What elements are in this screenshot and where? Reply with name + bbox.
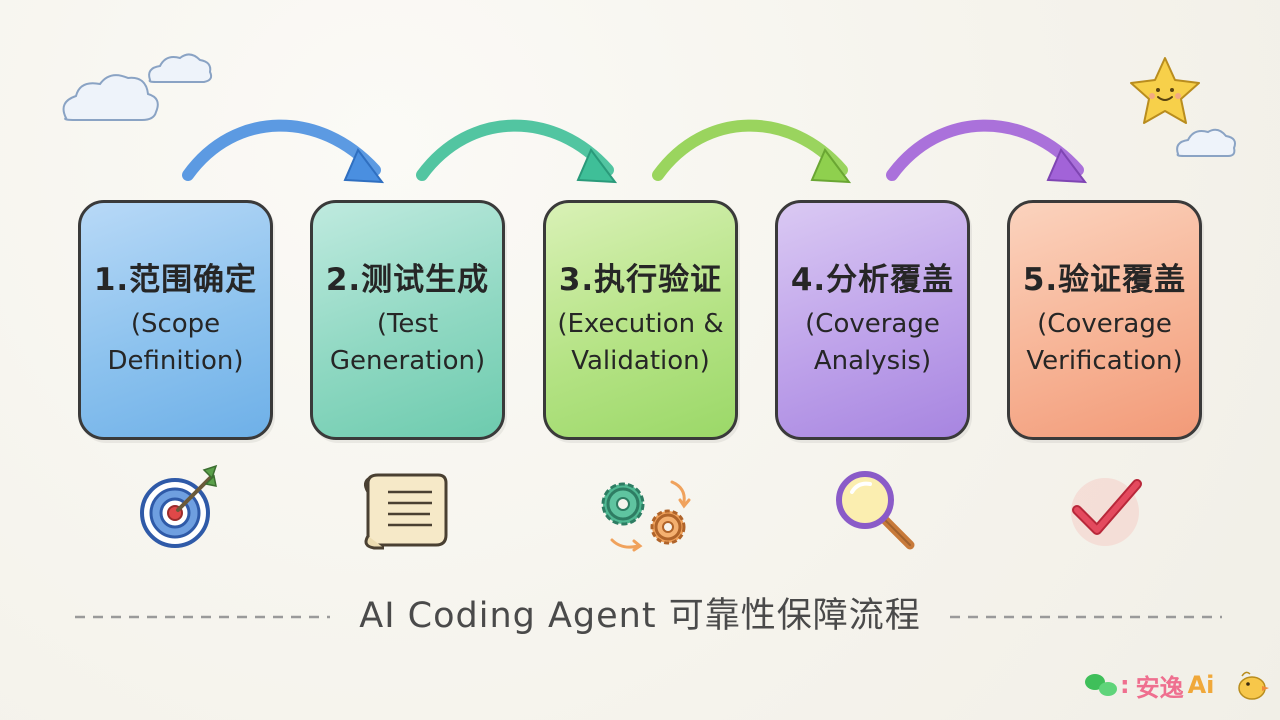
step-card-scope-definition: 1.范围确定 (Scope Definition) — [78, 200, 273, 440]
step-subtitle: (Test Generation) — [329, 309, 486, 376]
cloud-icon — [148, 53, 213, 83]
step-title: 2.测试生成 — [325, 262, 490, 298]
bird-icon — [1238, 671, 1269, 700]
step-subtitle: (Coverage Analysis) — [805, 309, 940, 376]
step-title: 5.验证覆盖 — [1022, 262, 1187, 298]
step-title: 1.范围确定 — [93, 262, 258, 298]
step-title: 4.分析覆盖 — [790, 262, 955, 298]
scroll-icon — [363, 473, 448, 550]
flow-arrow-4 — [886, 119, 1088, 184]
step-subtitle: (Coverage Verification) — [1026, 309, 1183, 376]
target-icon — [140, 464, 218, 548]
brand-watermark: : 安逸 Ai — [1086, 668, 1214, 702]
brand-name: 安逸 — [1135, 673, 1184, 702]
cloud-icon — [62, 74, 159, 121]
step-subtitle: (Scope Definition) — [107, 309, 244, 376]
cloud-icon — [1176, 128, 1236, 157]
step-card-execution-validation: 3.执行验证 (Execution & Validation) — [543, 200, 738, 440]
flow-arrow-3 — [652, 119, 852, 184]
wechat-icon — [1085, 674, 1117, 696]
step-card-coverage-analysis: 4.分析覆盖 (Coverage Analysis) — [775, 200, 970, 440]
flow-arrow-1 — [182, 119, 385, 184]
diagram-title: AI Coding Agent 可靠性保障流程 — [359, 596, 921, 636]
step-card-coverage-verification: 5.验证覆盖 (Coverage Verification) — [1007, 200, 1202, 440]
gears-icon — [601, 480, 691, 552]
brand-suffix: Ai — [1187, 671, 1215, 699]
magnifier-icon — [836, 471, 915, 550]
step-card-test-generation: 2.测试生成 (Test Generation) — [310, 200, 505, 440]
brand-separator: : — [1120, 671, 1130, 699]
flow-arrow-2 — [416, 119, 618, 184]
star-icon — [1130, 57, 1200, 124]
checkmark-icon — [1071, 478, 1142, 546]
step-subtitle: (Execution & Validation) — [557, 309, 724, 376]
step-title: 3.执行验证 — [558, 262, 723, 298]
